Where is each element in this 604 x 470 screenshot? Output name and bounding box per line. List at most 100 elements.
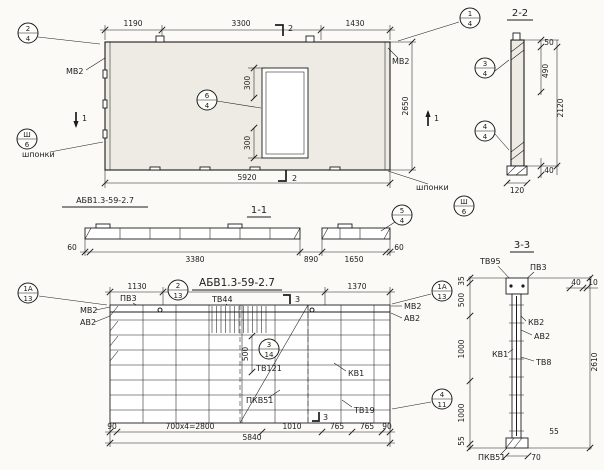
label-tv19: ТВ19 — [353, 406, 375, 415]
svg-text:2: 2 — [26, 25, 30, 33]
callout-1-4: 1 4 — [459, 7, 481, 29]
section-1-1: АБВ1.3-59-2.7 1-1 60 3380 890 1650 60 5 … — [62, 196, 413, 264]
svg-text:1А: 1А — [23, 285, 32, 293]
svg-text:4: 4 — [400, 217, 405, 225]
svg-text:6: 6 — [462, 208, 467, 216]
svg-text:3: 3 — [267, 341, 271, 349]
label-tv44: ТВ44 — [211, 295, 233, 304]
label-pv3-33: ПВ3 — [530, 263, 547, 272]
section-3-3: 3-3 ТВ95 ПВ3 35 500 1000 1000 55 40 10 2… — [457, 240, 599, 462]
dim-5840: 5840 — [242, 433, 261, 442]
label-av2-33: АВ2 — [534, 332, 550, 341]
dim-top-3300: 3300 — [231, 19, 250, 28]
dim-door-top-300: 300 — [243, 76, 252, 91]
callout-3-4: 3 4 — [474, 57, 496, 79]
svg-text:14: 14 — [265, 351, 274, 359]
label-mv2-plan-left: МВ2 — [80, 306, 97, 315]
dim-40: 40 — [544, 166, 554, 175]
svg-text:6: 6 — [25, 141, 30, 149]
dim-1370: 1370 — [347, 282, 366, 291]
svg-text:2: 2 — [176, 282, 180, 290]
section-mark-2-top — [275, 24, 284, 36]
dim-1010: 1010 — [282, 422, 301, 431]
label-kv1-plan: КВ1 — [348, 369, 364, 378]
dim-490: 490 — [541, 64, 550, 79]
dim-35: 35 — [457, 276, 466, 286]
svg-text:5: 5 — [400, 207, 404, 215]
label-av2-plan-right: АВ2 — [404, 314, 420, 323]
callout-sh-left: Ш 6 — [16, 128, 38, 150]
svg-text:3: 3 — [323, 413, 328, 422]
dim-765-b: 765 — [360, 422, 375, 431]
callout-2-13: 2 13 — [167, 279, 189, 301]
door-opening — [261, 67, 309, 159]
dim-studs: 700х4=2800 — [166, 422, 215, 431]
svg-text:13: 13 — [24, 295, 33, 303]
dim-3380: 3380 — [185, 255, 204, 264]
svg-text:2: 2 — [292, 174, 297, 183]
svg-text:1: 1 — [468, 10, 472, 18]
section-mark-2-bottom — [278, 170, 287, 182]
label-kv2: КВ2 — [528, 318, 544, 327]
section-1-1-title: 1-1 — [251, 205, 267, 216]
svg-text:4: 4 — [483, 70, 488, 78]
label-mv2-plan-right: МВ2 — [404, 302, 421, 311]
dim-2120: 2120 — [556, 98, 565, 117]
dim-55-bottom: 55 — [549, 427, 559, 436]
section-2-2: 2-2 50 490 40 2120 120 — [503, 8, 565, 195]
svg-text:4: 4 — [483, 133, 488, 141]
dim-55-left: 55 — [457, 436, 466, 446]
svg-text:4: 4 — [440, 391, 445, 399]
svg-text:4: 4 — [468, 20, 473, 28]
callout-5-4: 5 4 — [391, 204, 413, 226]
callout-2-4: 2 4 — [17, 22, 39, 44]
mesh-dense-zone — [211, 306, 267, 333]
dim-1130: 1130 — [127, 282, 146, 291]
dim-bottom-5920: 5920 — [237, 173, 256, 182]
dim-500-plan: 500 — [241, 347, 250, 362]
svg-text:3: 3 — [295, 295, 300, 304]
callout-6-4: 6 4 — [196, 89, 218, 111]
dim-top-1190: 1190 — [123, 19, 142, 28]
callout-1a-13-left: 1А 13 — [17, 282, 39, 304]
elevation-view: 1190 3300 1430 300 300 2650 — [16, 7, 510, 217]
lifting-hook-left — [155, 35, 165, 43]
label-mv2-right: МВ2 — [392, 57, 409, 66]
label-shponki-right: шпонки — [416, 183, 449, 192]
label-tv95: ТВ95 — [479, 257, 501, 266]
dim-10-33: 10 — [588, 278, 598, 287]
section-mark-1-right: 1 — [434, 114, 439, 123]
svg-text:Ш: Ш — [460, 198, 468, 206]
label-kv1-33: КВ1 — [492, 350, 508, 359]
dim-height-2650: 2650 — [401, 96, 410, 115]
svg-text:2: 2 — [288, 24, 293, 33]
svg-text:Ш: Ш — [23, 131, 31, 139]
dim-500-33: 500 — [457, 293, 466, 308]
callout-4-4: 4 4 — [474, 120, 496, 142]
dim-60-left: 60 — [67, 243, 77, 252]
label-pkv51-33: ПКВ51 — [478, 453, 505, 462]
label-pv3: ПВ3 — [120, 294, 137, 303]
dim-edge-left: 90 — [107, 422, 117, 431]
lifting-hook-right — [305, 35, 315, 43]
dim-1650: 1650 — [344, 255, 363, 264]
reinforcement-plan: АБВ1.3-59-2.7 1130 1370 2 13 ПВ3 ТВ44 50… — [17, 277, 453, 447]
callout-sh-right: Ш 6 — [453, 195, 475, 217]
callout-4-11: 4 11 — [431, 388, 453, 410]
label-tv121: ТВ121 — [255, 364, 282, 373]
dim-1000-b: 1000 — [457, 403, 466, 422]
dim-2610: 2610 — [590, 352, 599, 371]
label-tv8: ТВ8 — [535, 358, 551, 367]
svg-text:1А: 1А — [437, 283, 446, 291]
dim-40-33: 40 — [571, 278, 581, 287]
dim-door-bottom-300: 300 — [243, 136, 252, 151]
section-mark-3-bottom — [312, 412, 320, 422]
dim-70: 70 — [531, 453, 541, 462]
plan-title: АБВ1.3-59-2.7 — [199, 277, 275, 289]
callout-1a-13-right: 1А 13 — [431, 280, 453, 302]
dim-50: 50 — [544, 38, 554, 47]
svg-text:11: 11 — [438, 401, 447, 409]
label-av2-plan-left: АВ2 — [80, 318, 96, 327]
svg-text:4: 4 — [483, 123, 488, 131]
